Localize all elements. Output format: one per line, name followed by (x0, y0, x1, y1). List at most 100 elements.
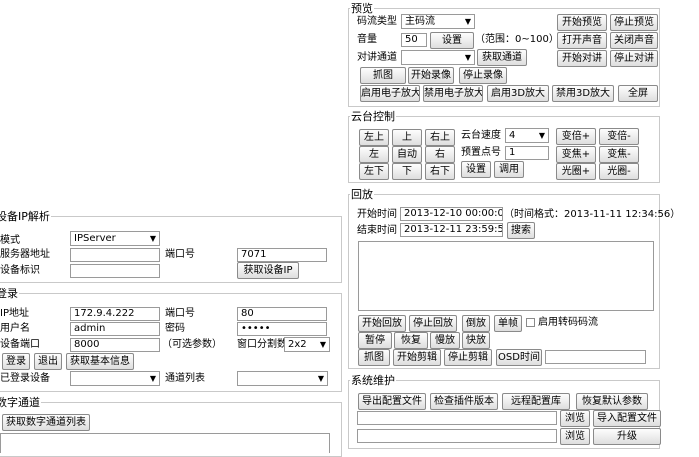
search-button[interactable]: 搜索 (507, 222, 535, 239)
preview-legend: 预览 (351, 2, 373, 15)
dropdown-arrow-icon: ▼ (464, 53, 471, 62)
window-split-label: 窗口分割数 (237, 339, 287, 350)
iris-out-button[interactable]: 光圈- (599, 163, 639, 180)
device-id-label: 设备标识 (0, 265, 40, 276)
stream-type-select[interactable]: 主码流▼ (401, 14, 475, 29)
get-channel-button[interactable]: 获取通道 (477, 49, 527, 66)
check-plugin-button[interactable]: 检查插件版本 (430, 393, 498, 410)
disable-3d-zoom-button[interactable]: 禁用3D放大 (552, 85, 614, 102)
osd-time-input[interactable] (545, 350, 646, 364)
preset-call-button[interactable]: 调用 (494, 161, 524, 178)
ptz-up-left-button[interactable]: 左上 (359, 129, 389, 146)
volume-input[interactable]: 50 (401, 33, 427, 47)
server-address-input[interactable] (70, 248, 160, 262)
maintenance-legend: 系统维护 (351, 374, 395, 387)
get-device-ip-button[interactable]: 获取设备IP (237, 262, 299, 279)
preset-input[interactable]: 1 (505, 146, 549, 160)
pause-button[interactable]: 暂停 (358, 332, 392, 349)
mode-value: IPServer (74, 233, 116, 244)
ip-parse-port-input[interactable]: 7071 (237, 248, 327, 262)
start-talk-button[interactable]: 开始对讲 (557, 50, 607, 67)
digital-channel-legend: 数字通道 (0, 396, 40, 409)
dropdown-arrow-icon: ▼ (538, 131, 545, 140)
enable-3d-zoom-button[interactable]: 启用3D放大 (487, 85, 549, 102)
iris-in-button[interactable]: 光圈+ (556, 163, 596, 180)
disable-ezoom-button[interactable]: 禁用电子放大 (423, 85, 483, 102)
enable-ezoom-button[interactable]: 启用电子放大 (360, 85, 420, 102)
stop-preview-button[interactable]: 停止预览 (610, 14, 658, 31)
reverse-button[interactable]: 倒放 (462, 315, 490, 332)
import-config-button[interactable]: 导入配置文件 (593, 410, 661, 427)
browse-upgrade-button[interactable]: 浏览 (560, 428, 590, 445)
slow-button[interactable]: 慢放 (430, 332, 460, 349)
preset-set-button[interactable]: 设置 (461, 161, 491, 178)
stop-clip-button[interactable]: 停止剪辑 (444, 349, 492, 366)
focus-in-button[interactable]: 变焦+ (556, 146, 596, 163)
export-config-button[interactable]: 导出配置文件 (358, 393, 426, 410)
ptz-right-button[interactable]: 右 (425, 146, 455, 163)
resume-button[interactable]: 恢复 (394, 332, 428, 349)
volume-set-button[interactable]: 设置 (430, 32, 474, 49)
logged-devices-select[interactable]: ▼ (70, 371, 160, 386)
digital-channel-list-area[interactable] (0, 433, 330, 453)
device-port-input[interactable]: 8000 (70, 338, 160, 352)
start-clip-button[interactable]: 开始剪辑 (393, 349, 441, 366)
ip-parse-port-label: 端口号 (165, 249, 195, 260)
get-digital-channel-list-button[interactable]: 获取数字通道列表 (2, 414, 90, 431)
stop-playback-button[interactable]: 停止回放 (409, 315, 457, 332)
device-id-input[interactable] (70, 264, 160, 278)
upgrade-file-path-input[interactable] (357, 429, 557, 443)
mode-select[interactable]: IPServer▼ (70, 231, 160, 246)
username-input[interactable]: admin (70, 322, 160, 336)
ptz-down-right-button[interactable]: 右下 (425, 163, 455, 180)
window-split-select[interactable]: 2x2▼ (284, 337, 330, 352)
start-preview-button[interactable]: 开始预览 (557, 14, 607, 31)
stop-record-button[interactable]: 停止录像 (459, 67, 507, 84)
ptz-up-button[interactable]: 上 (392, 129, 422, 146)
login-button[interactable]: 登录 (2, 353, 30, 370)
ptz-auto-button[interactable]: 自动 (392, 146, 422, 163)
stream-type-value: 主码流 (405, 16, 435, 27)
ptz-down-left-button[interactable]: 左下 (359, 163, 389, 180)
ptz-speed-select[interactable]: 4▼ (505, 128, 549, 143)
ptz-group: 云台控制 (348, 111, 660, 183)
ip-parse-group: 设备IP解析 (0, 211, 342, 283)
fast-button[interactable]: 快放 (462, 332, 490, 349)
fullscreen-button[interactable]: 全屏 (618, 85, 658, 102)
ip-address-input[interactable]: 172.9.4.222 (70, 307, 160, 321)
login-group: 登录 (0, 288, 342, 392)
restore-default-button[interactable]: 恢复默认参数 (576, 393, 648, 410)
remote-config-button[interactable]: 远程配置库 (502, 393, 570, 410)
transcode-checkbox[interactable] (526, 318, 535, 327)
ip-address-label: IP地址 (0, 308, 29, 319)
close-sound-button[interactable]: 关闭声音 (610, 32, 658, 49)
login-port-input[interactable]: 80 (237, 307, 327, 321)
start-time-input[interactable]: 2013-12-10 00:00:00 (400, 207, 503, 221)
record-list-area[interactable] (358, 241, 654, 311)
capture-button[interactable]: 抓图 (360, 67, 406, 84)
channel-list-select[interactable]: ▼ (237, 371, 328, 386)
get-basic-info-button[interactable]: 获取基本信息 (66, 353, 134, 370)
zoom-in-button[interactable]: 变倍+ (556, 128, 596, 145)
end-time-input[interactable]: 2013-12-11 23:59:59 (400, 223, 503, 237)
config-file-path-input[interactable] (357, 411, 557, 425)
logout-button[interactable]: 退出 (34, 353, 62, 370)
focus-out-button[interactable]: 变焦- (599, 146, 639, 163)
open-sound-button[interactable]: 打开声音 (557, 32, 607, 49)
stop-talk-button[interactable]: 停止对讲 (610, 50, 658, 67)
browse-config-button[interactable]: 浏览 (560, 410, 590, 427)
single-frame-button[interactable]: 单帧 (494, 315, 522, 332)
start-playback-button[interactable]: 开始回放 (358, 315, 406, 332)
password-input[interactable]: ••••• (237, 322, 327, 336)
playback-legend: 回放 (351, 188, 373, 201)
ptz-left-button[interactable]: 左 (359, 146, 389, 163)
playback-capture-button[interactable]: 抓图 (358, 349, 390, 366)
transcode-label: 启用转码码流 (538, 317, 598, 328)
zoom-out-button[interactable]: 变倍- (599, 128, 639, 145)
osd-time-button[interactable]: OSD时间 (496, 349, 542, 366)
ptz-down-button[interactable]: 下 (392, 163, 422, 180)
start-record-button[interactable]: 开始录像 (408, 67, 454, 84)
talk-channel-select[interactable]: ▼ (401, 50, 475, 65)
upgrade-button[interactable]: 升级 (593, 428, 661, 445)
ptz-up-right-button[interactable]: 右上 (425, 129, 455, 146)
